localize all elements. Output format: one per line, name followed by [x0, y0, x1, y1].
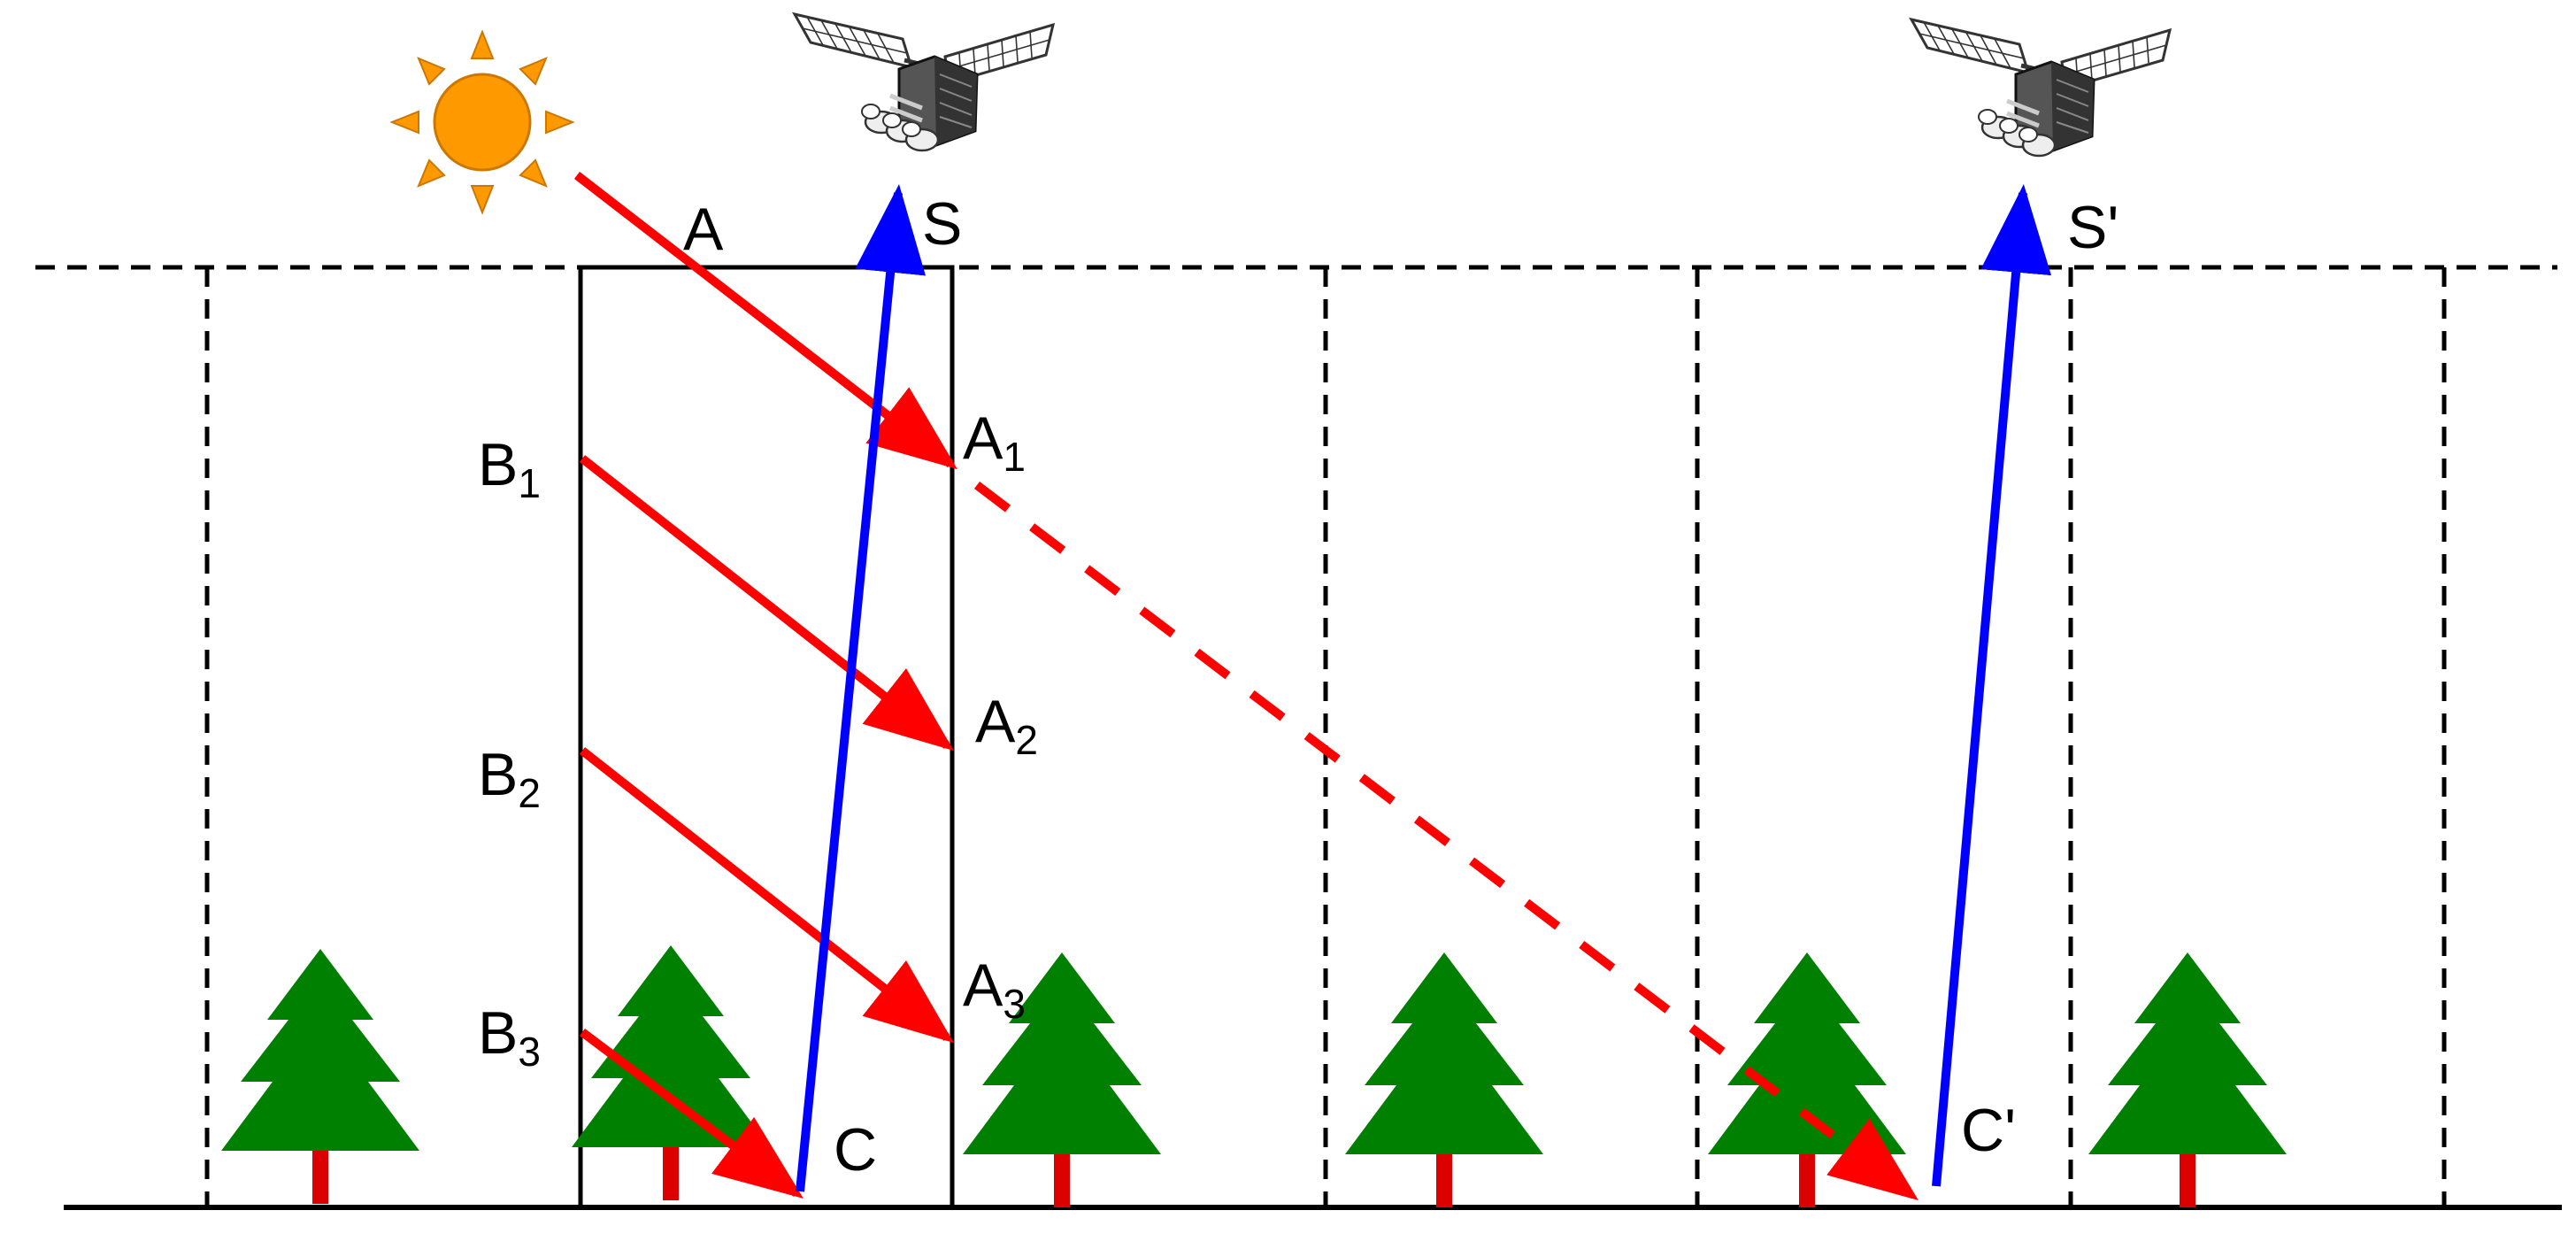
label-c-prime: C' [1961, 1097, 2016, 1164]
ray-b2-to-a3 [579, 747, 954, 1044]
satellite-icon [1911, 19, 2170, 156]
view-c-to-s [796, 184, 926, 1192]
label-b3-main: B [478, 999, 518, 1067]
tree-icon [2088, 952, 2287, 1207]
satellite-icon [795, 14, 1053, 150]
ray-to-a1 [573, 172, 957, 470]
label-a1-sub: 1 [1003, 434, 1026, 480]
ray-a1-to-c-prime [973, 482, 1919, 1201]
tree-icon [221, 949, 419, 1204]
sun-rays [573, 172, 1919, 1201]
label-b1-sub: 1 [518, 460, 541, 506]
label-a1: A1 [963, 405, 1026, 480]
label-b2: B2 [478, 741, 541, 816]
label-b3-sub: 3 [518, 1029, 541, 1075]
label-a2-sub: 2 [1015, 717, 1038, 763]
label-b1-main: B [478, 431, 518, 498]
ray-b1-to-a2 [579, 455, 954, 752]
ray-b3-to-c [579, 1029, 804, 1199]
view-c-prime-to-s-prime [1932, 184, 2052, 1187]
satellite-view-lines [796, 184, 2052, 1192]
label-a: A [683, 196, 724, 263]
label-b1: B1 [478, 431, 541, 506]
label-b3: B3 [478, 999, 541, 1075]
label-a3-sub: 3 [1003, 981, 1026, 1027]
label-b2-sub: 2 [518, 770, 541, 816]
label-s-prime: S' [2067, 194, 2118, 261]
sun-icon [389, 29, 575, 215]
label-b2-main: B [478, 741, 518, 808]
label-s: S [922, 190, 962, 258]
label-a3-main: A [963, 952, 1003, 1019]
tree-icon [1345, 952, 1543, 1207]
label-a1-main: A [963, 405, 1003, 472]
label-a2-main: A [975, 688, 1016, 755]
dashed-cell-dividers [204, 267, 2447, 1207]
label-a3: A3 [963, 952, 1026, 1027]
label-a2: A2 [975, 688, 1038, 763]
label-c: C [834, 1116, 877, 1183]
tree-icon [572, 945, 770, 1200]
